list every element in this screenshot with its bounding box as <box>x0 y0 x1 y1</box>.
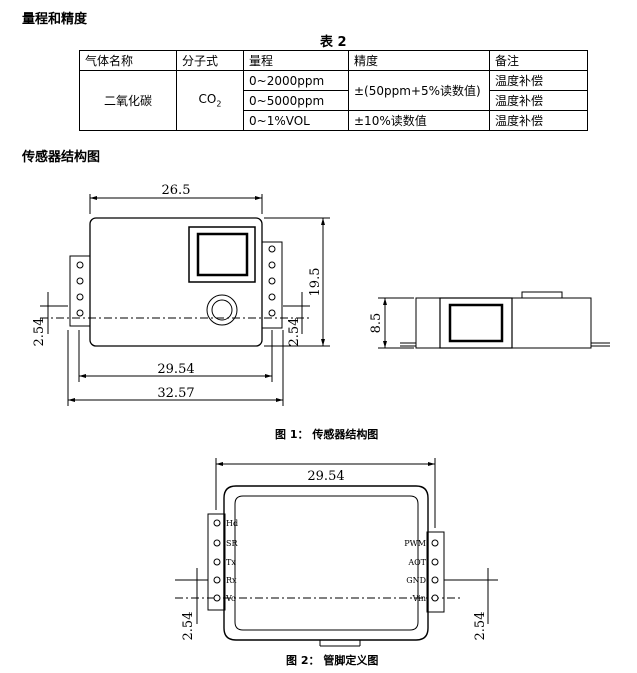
dim-width: 26.5 <box>162 183 191 198</box>
dim-pin-span: 29.54 <box>157 362 194 377</box>
section-title-structure: 传感器结构图 <box>22 150 101 165</box>
pin-hole <box>76 277 84 285</box>
pin-label-pwm: PWM <box>404 539 426 548</box>
table-row: 二氧化碳 CO2 0~2000ppm ±(50ppm+5%读数值) 温度补偿 <box>79 70 588 131</box>
notes-cell: 温度补偿 <box>489 90 588 111</box>
pin-hole <box>268 293 276 301</box>
pin-label-gnd: GND <box>406 576 426 585</box>
spec-table: 气体名称 分子式 量程 精度 备注 二氧化碳 CO2 0~2000ppm ±(5… <box>79 50 588 131</box>
table-caption: 表 2 <box>320 35 347 50</box>
formula-cell: CO2 <box>176 70 244 131</box>
range-cell: 0~1%VOL <box>243 110 349 131</box>
structure-drawing: 26.5 19.5 2.54 2.54 29.54 32.57 8.5 <box>32 183 610 406</box>
notes-cell: 温度补偿 <box>489 110 588 131</box>
range-cell: 0~5000ppm <box>243 90 349 111</box>
dim-pin-left: 2.54 <box>32 318 47 347</box>
table-row: 0~1%VOL ±10%读数值 温度补偿 <box>80 110 588 131</box>
dim-height: 19.5 <box>308 268 323 297</box>
notes-cell: 温度补偿 <box>489 70 588 91</box>
header-formula: 分子式 <box>176 50 244 71</box>
dim-side: 8.5 <box>369 313 384 334</box>
pin-hole <box>76 309 84 317</box>
pin-hole <box>76 261 84 269</box>
pin-definition-drawing: Hd SR Tx Rx Vo PWM AOT GND Vin 29.54 2.5… <box>175 458 498 647</box>
pin-label-vo: Vo <box>225 594 236 603</box>
header-gas: 气体名称 <box>79 50 177 71</box>
dim-right: 2.54 <box>473 612 488 641</box>
header-notes: 备注 <box>489 50 588 71</box>
figure1-caption: 图 1： 传感器结构图 <box>275 428 379 441</box>
pin-label-tx: Tx <box>226 558 236 567</box>
range-cell: 0~2000ppm <box>243 70 349 91</box>
pin-hole <box>268 277 276 285</box>
table-header-row: 气体名称 分子式 量程 精度 备注 <box>79 50 588 71</box>
dim-pin-right: 2.54 <box>287 318 302 347</box>
pin-hole <box>76 293 84 301</box>
pin-hole <box>268 309 276 317</box>
pin-label-aot: AOT <box>407 558 426 567</box>
header-range: 量程 <box>243 50 349 71</box>
pin-hole <box>268 261 276 269</box>
gas-name-cell: 二氧化碳 <box>79 70 177 131</box>
section-title-range: 量程和精度 <box>22 12 88 27</box>
pin-label-vin: Vin <box>412 594 426 603</box>
dim-span: 29.54 <box>307 469 344 484</box>
accuracy-cell: ±(50ppm+5%读数值) <box>348 70 490 111</box>
pin-hole <box>268 245 276 253</box>
pin-label-sr: SR <box>226 539 238 548</box>
accuracy-cell: ±10%读数值 <box>348 110 490 131</box>
pin-label-rx: Rx <box>226 576 237 585</box>
dim-left: 2.54 <box>181 612 196 641</box>
figure2-caption: 图 2： 管脚定义图 <box>286 654 379 667</box>
header-accuracy: 精度 <box>348 50 490 71</box>
dim-total: 32.57 <box>157 386 194 401</box>
pin-label-hd: Hd <box>226 519 238 528</box>
